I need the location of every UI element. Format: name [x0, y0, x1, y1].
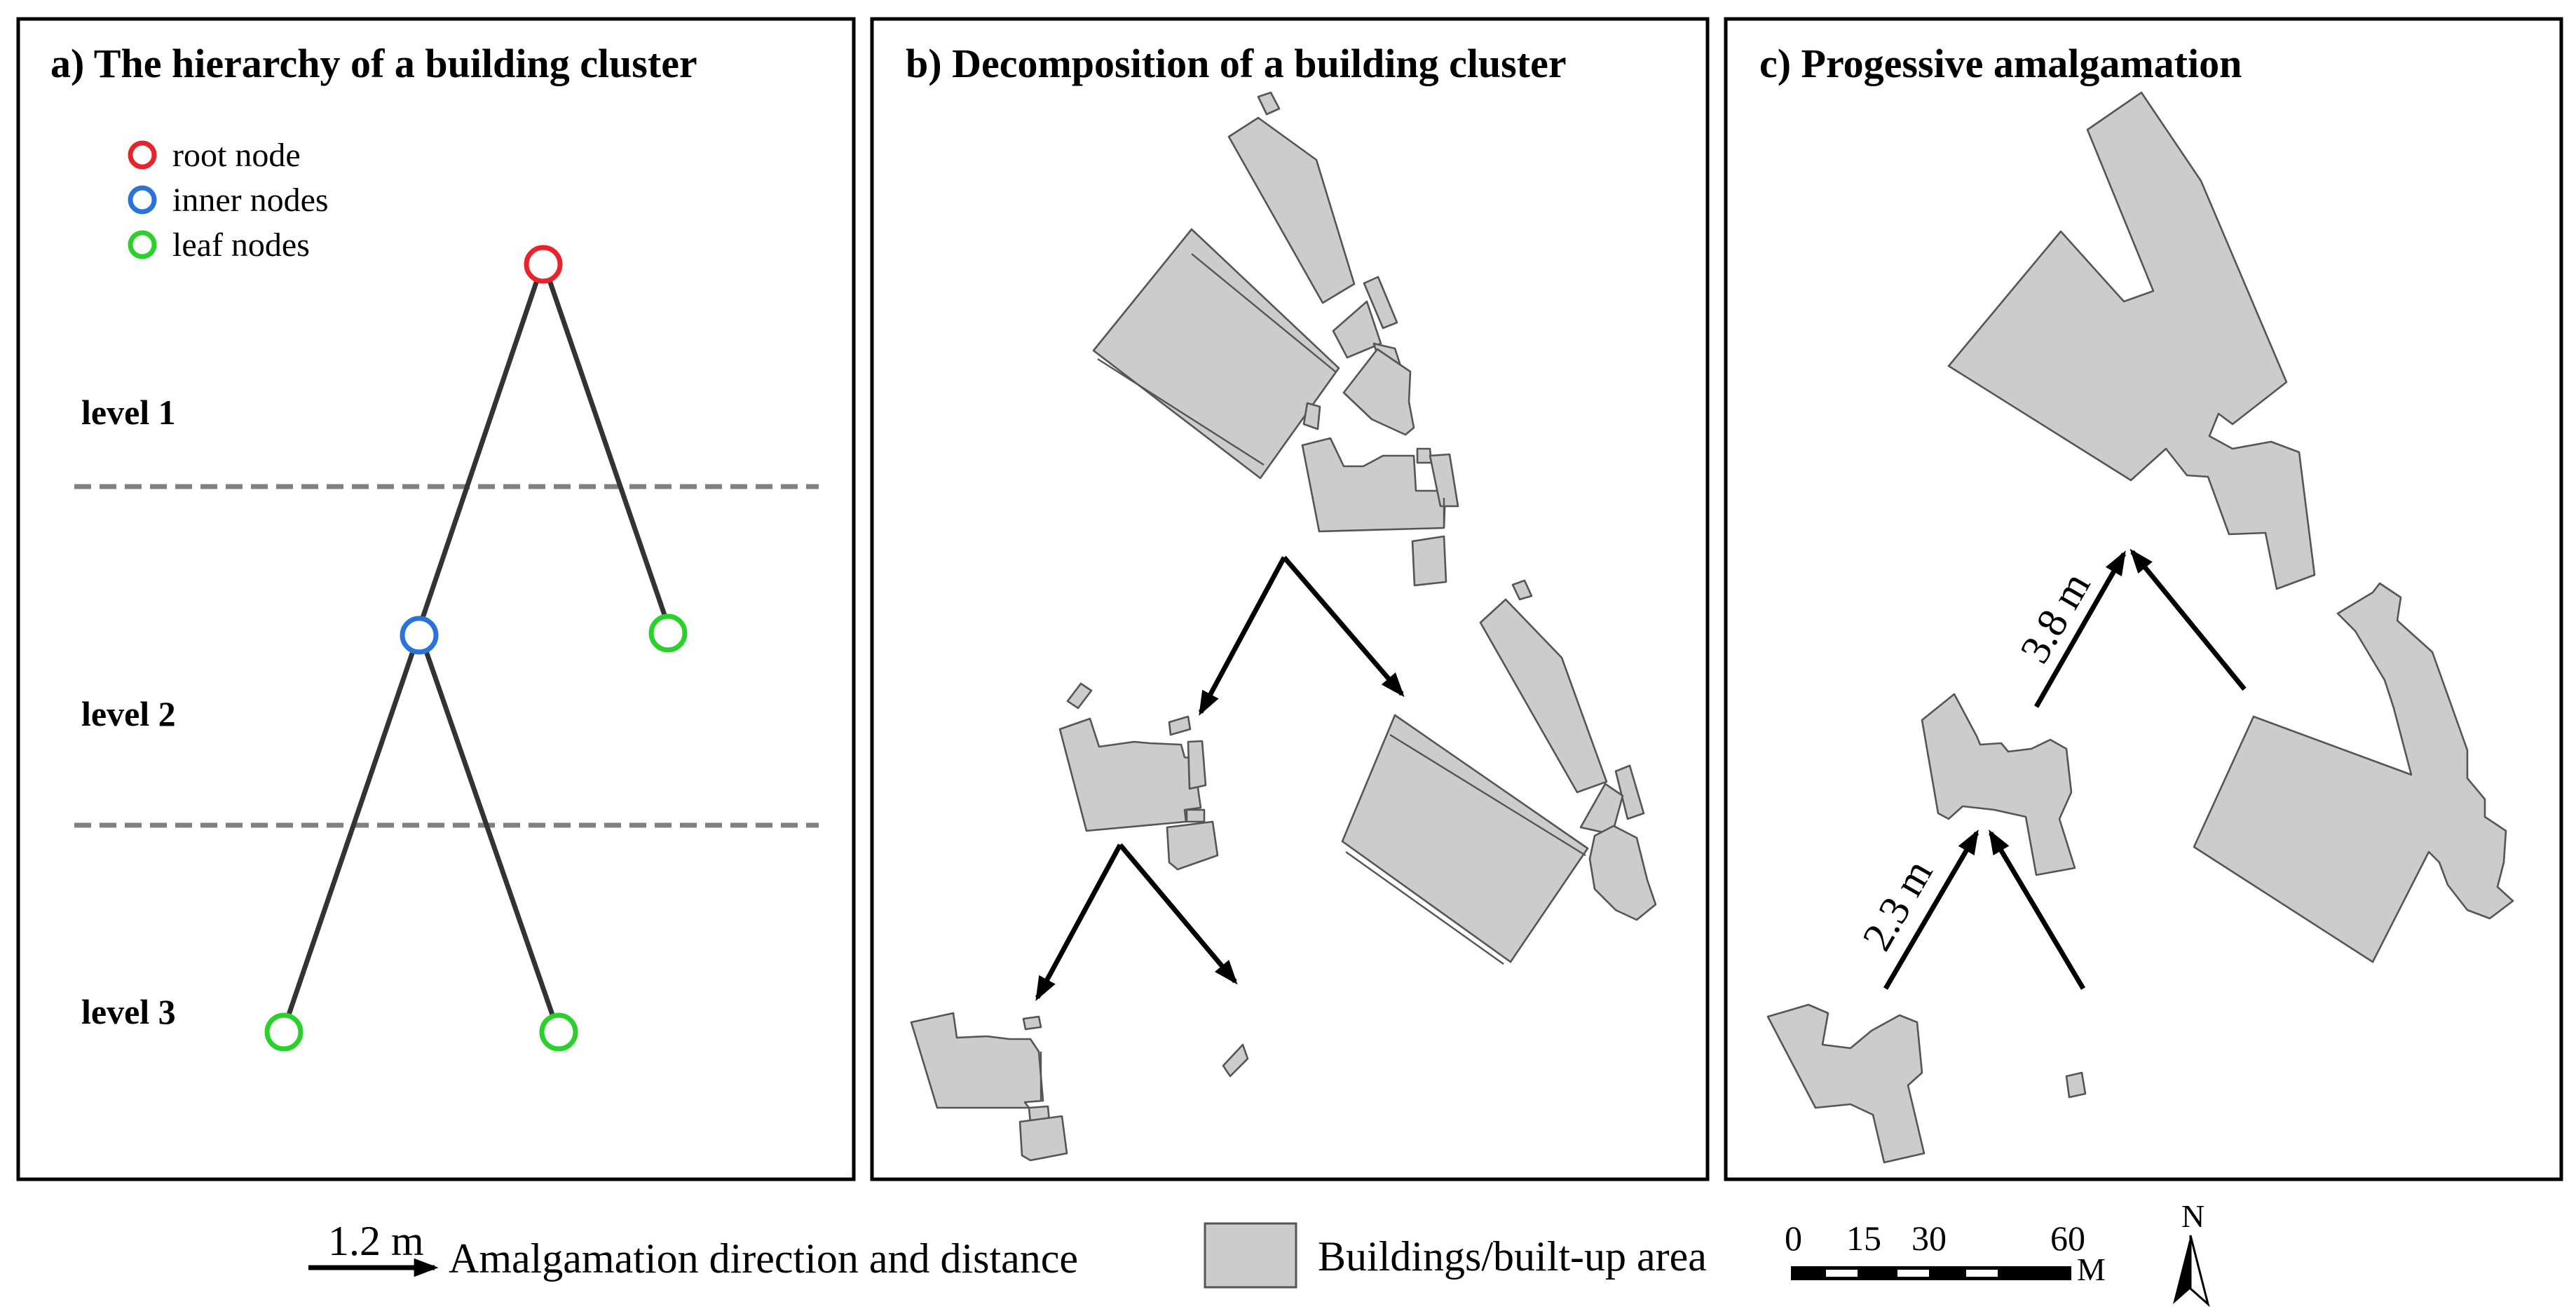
level-2-label: level 2 — [81, 694, 176, 733]
panel-b-title: b) Decomposition of a building cluster — [906, 41, 1567, 86]
north-arrow-icon: N — [2173, 1198, 2210, 1308]
building — [1614, 764, 1645, 820]
building — [1588, 825, 1657, 921]
building — [910, 1012, 1044, 1109]
cluster-bottom-left — [910, 1012, 1068, 1162]
legend-root-label: root node — [172, 137, 301, 174]
building — [1479, 598, 1608, 794]
cluster-full — [1092, 91, 1459, 587]
panel-b: b) Decomposition of a building cluster — [870, 17, 1710, 1181]
amalgamation-arrows — [1883, 548, 2247, 990]
building — [1302, 402, 1321, 430]
level-1-label: level 1 — [81, 393, 176, 432]
building — [1058, 717, 1202, 832]
building-legend-swatch — [1204, 1222, 1297, 1289]
panel-a: a) The hierarchy of a building cluster r… — [16, 17, 856, 1181]
cluster-left — [1058, 682, 1219, 871]
inner-node — [400, 616, 439, 655]
leaf-node — [264, 1012, 304, 1052]
building — [1022, 1015, 1042, 1031]
building — [1227, 116, 1356, 304]
building — [1411, 535, 1447, 587]
building — [1332, 300, 1382, 359]
node-legend: root node inner nodes leaf nodes — [128, 137, 329, 264]
panel-a-frame — [16, 17, 856, 1181]
inner-node-legend-icon — [128, 185, 157, 215]
scale-tick-label: 15 — [1846, 1219, 1881, 1258]
north-label: N — [2181, 1198, 2204, 1234]
panel-b-frame — [870, 17, 1710, 1181]
building — [1301, 437, 1447, 533]
building — [1511, 579, 1533, 601]
scale-unit-label: M — [2077, 1251, 2106, 1287]
building — [1166, 820, 1219, 871]
building — [1187, 740, 1207, 790]
distance-label: 2.3 m — [1853, 852, 1941, 958]
arrow-legend-label: Amalgamation direction and distance — [449, 1235, 1078, 1282]
legend-inner-label: inner nodes — [172, 182, 329, 219]
building — [1092, 228, 1340, 480]
building — [2065, 1071, 2087, 1099]
building — [1018, 1115, 1068, 1162]
arrow-sample-label: 1.2 m — [328, 1218, 424, 1264]
building — [1185, 808, 1206, 823]
building — [1168, 715, 1192, 736]
root-node-legend-icon — [128, 140, 157, 170]
building — [1429, 453, 1459, 508]
building — [1342, 348, 1415, 436]
level-3-label: level 3 — [81, 992, 176, 1031]
merged-building-right — [2193, 582, 2514, 963]
footer-legend: 1.2 m Amalgamation direction and distanc… — [308, 1198, 2210, 1308]
scale-bar: 0 15 30 60 M — [1785, 1219, 2106, 1287]
building — [1341, 714, 1589, 963]
building — [1222, 1043, 1249, 1078]
scale-tick-label: 30 — [1911, 1219, 1947, 1258]
building — [1363, 276, 1398, 330]
legend-leaf-label: leaf nodes — [172, 226, 310, 264]
leaf-node-legend-icon — [128, 230, 157, 259]
merged-building-top — [1947, 91, 2316, 590]
cluster-right — [1341, 579, 1657, 965]
decomposition-arrows — [1035, 555, 1405, 1001]
leaf-node — [648, 613, 688, 653]
building-legend-label: Buildings/built-up area — [1318, 1233, 1707, 1280]
panel-c-frame — [1724, 17, 2563, 1181]
merged-building-middle — [1921, 693, 2076, 876]
leaf-node — [539, 1012, 578, 1052]
merged-building-bottom — [1766, 1003, 1926, 1164]
scale-tick-label: 60 — [2050, 1219, 2085, 1258]
panel-c: c) Progessive amalgamation 3.8 m 2.3 m — [1724, 17, 2563, 1181]
panel-c-title: c) Progessive amalgamation — [1759, 41, 2242, 86]
building — [1257, 91, 1281, 116]
scale-tick-label: 0 — [1785, 1219, 1802, 1258]
panel-a-title: a) The hierarchy of a building cluster — [50, 41, 697, 86]
tree-edges — [285, 277, 668, 1020]
building — [1066, 682, 1093, 710]
root-node — [524, 245, 563, 284]
